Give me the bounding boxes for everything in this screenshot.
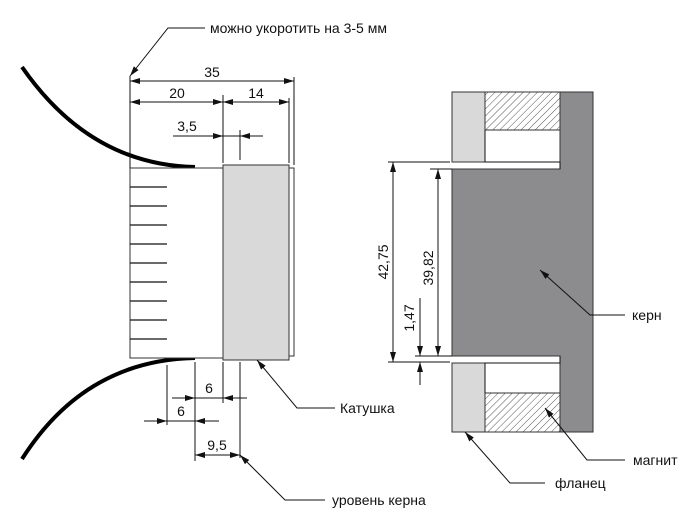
leader-core-level (239, 454, 325, 501)
coil-winding (222, 164, 290, 361)
dim-3-5: 3,5 (177, 118, 197, 134)
dim-6-lower: 6 (177, 403, 185, 419)
magnet-top (484, 91, 561, 131)
leader-magnet (544, 407, 625, 461)
label-core-level: уровень керна (332, 492, 426, 508)
dim-35: 35 (204, 64, 220, 80)
side-view: 35 20 14 3,5 6 6 9,5 можно укоротить на … (20, 20, 426, 508)
dim-1-47: 1,47 (401, 304, 417, 331)
gap-bottom-outline (484, 356, 561, 393)
label-magnet: магнит (633, 452, 678, 468)
leader-core (539, 269, 625, 316)
dim-6-upper: 6 (205, 380, 213, 396)
dim-39-82: 39,82 (420, 250, 436, 285)
section-view: 42,75 39,82 1,47 керн магнит фланец (375, 91, 678, 491)
dim-42-75: 42,75 (375, 244, 391, 279)
label-flange: фланец (555, 475, 606, 491)
leader-flange (464, 431, 545, 484)
dim-14: 14 (248, 85, 264, 101)
flange-bottom (451, 362, 486, 433)
wire-top (20, 65, 196, 169)
label-shorten: можно укоротить на 3-5 мм (210, 20, 387, 36)
flange-top (451, 91, 486, 163)
dim-20: 20 (169, 85, 185, 101)
wire-bottom (20, 356, 196, 461)
leader-coil (256, 359, 335, 409)
label-coil: Катушка (340, 400, 395, 416)
leader-shorten (129, 27, 205, 77)
label-core: керн (632, 307, 662, 323)
gap-top-outline (484, 130, 561, 169)
dim-9-5: 9,5 (207, 437, 227, 453)
fins (130, 186, 167, 340)
